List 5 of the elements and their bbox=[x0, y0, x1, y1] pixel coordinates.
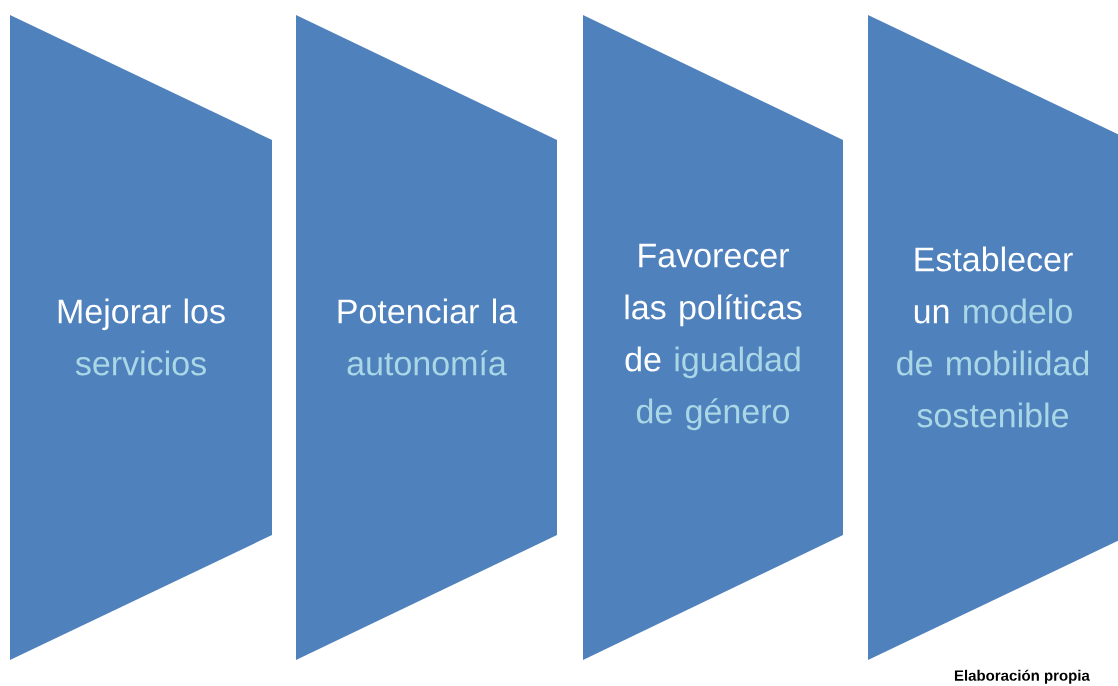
chevron-box: Mejorar los servicios bbox=[10, 15, 272, 660]
chevron-box: Favorecer las políticas de igualdad de género bbox=[583, 15, 843, 660]
chevron-box: Potenciar la autonomía bbox=[296, 15, 557, 660]
chevron-box: Establecer un modelo de mobilidad sostenible bbox=[868, 15, 1118, 660]
caption: Elaboración propia bbox=[954, 669, 1090, 684]
